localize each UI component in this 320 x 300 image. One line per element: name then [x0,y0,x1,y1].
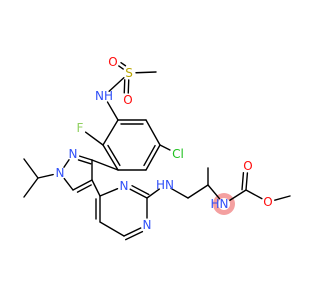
bond-A6-F1 [84,131,104,146]
bond-Pz5-Pz4 [72,179,93,191]
bond-A6-A1 [102,119,119,146]
bond-A2-A3 [145,119,161,146]
atom-symbol: S [125,66,133,80]
atom-symbol: O [263,195,272,209]
bond-N6-C1 [170,187,189,199]
atom-symbol: O [123,93,132,107]
bond-iPr-iPrA [23,158,39,179]
bond-N7-Cc [229,189,247,201]
bond-C2-N7 [207,184,221,200]
atom-n5: N [118,179,130,193]
bond-Pm2-N5-second [131,184,150,196]
atom-symbol: N [56,166,65,180]
bond-A3-Cl1 [159,144,171,151]
atom-symbol: Cl [172,147,184,161]
bond-iPr-iPrB [23,177,39,198]
atom-o3: O [242,159,254,173]
bond-N1-A1 [106,101,119,121]
atom-f1: F [74,121,86,135]
atom-symbol: N [69,147,78,161]
atom-symbol: HN [156,178,174,192]
atom-n6: HN [156,178,174,192]
bond-Pm6-N4 [123,227,142,237]
atom-symbol: NH [95,89,113,103]
atom-hydrogen: H [210,197,219,211]
bond-A3-A4 [145,144,161,171]
atom-o1: O [107,55,119,69]
bond-Pm6-N4-second [125,230,144,241]
atom-s1: S [123,66,135,80]
bond-S1-N1 [108,77,125,92]
bond-Pm2-N6 [146,188,161,199]
atom-symbol: O [108,55,117,69]
atom-n3: N [54,166,66,180]
bond-Pz4-Pm4 [91,179,101,197]
atom-o2: O [122,93,134,107]
bond-Pz3-N2 [78,155,93,161]
bond-Pz5-Pz4-second [76,184,92,193]
bond-S1-O1-second [120,61,127,67]
atom-symbol: O [243,159,252,173]
bond-C1-C2 [187,184,209,199]
bond-A5-Pz3 [91,159,119,171]
bond-CH3s-S1 [135,71,157,74]
atom-symbol: F [77,121,84,135]
bond-A3-A4-second [143,144,156,167]
atom-cl1: Cl [170,146,186,162]
bond-Cc-O4 [245,189,263,200]
atom-o4: O [262,195,274,209]
atom-symbol: N [120,179,129,193]
bond-N3-Pz5 [63,177,74,191]
bond-O4-OMe [274,195,291,201]
atom-n4: N [141,218,153,232]
bond-Cc-O3-second [241,171,245,191]
atom-n2: N [67,147,79,161]
bond-N3-iPr [37,173,54,179]
bond-layer [23,61,291,241]
bond-A5-A6-second [107,144,121,167]
bond-S1-O1 [118,65,124,70]
bond-Pz3-N2-second [77,159,92,165]
bond-Cc-O3 [245,172,249,191]
bond-N2-N3 [63,159,70,168]
atom-symbol: N [220,197,229,211]
bond-N5-Pm4 [99,187,119,197]
bond-Pm5-Pm6 [99,221,125,237]
bond-A5-A6 [102,144,119,171]
atom-n1: NH [95,89,113,103]
bond-Pm2-N5 [129,188,148,199]
atom-symbol: N [143,218,152,232]
